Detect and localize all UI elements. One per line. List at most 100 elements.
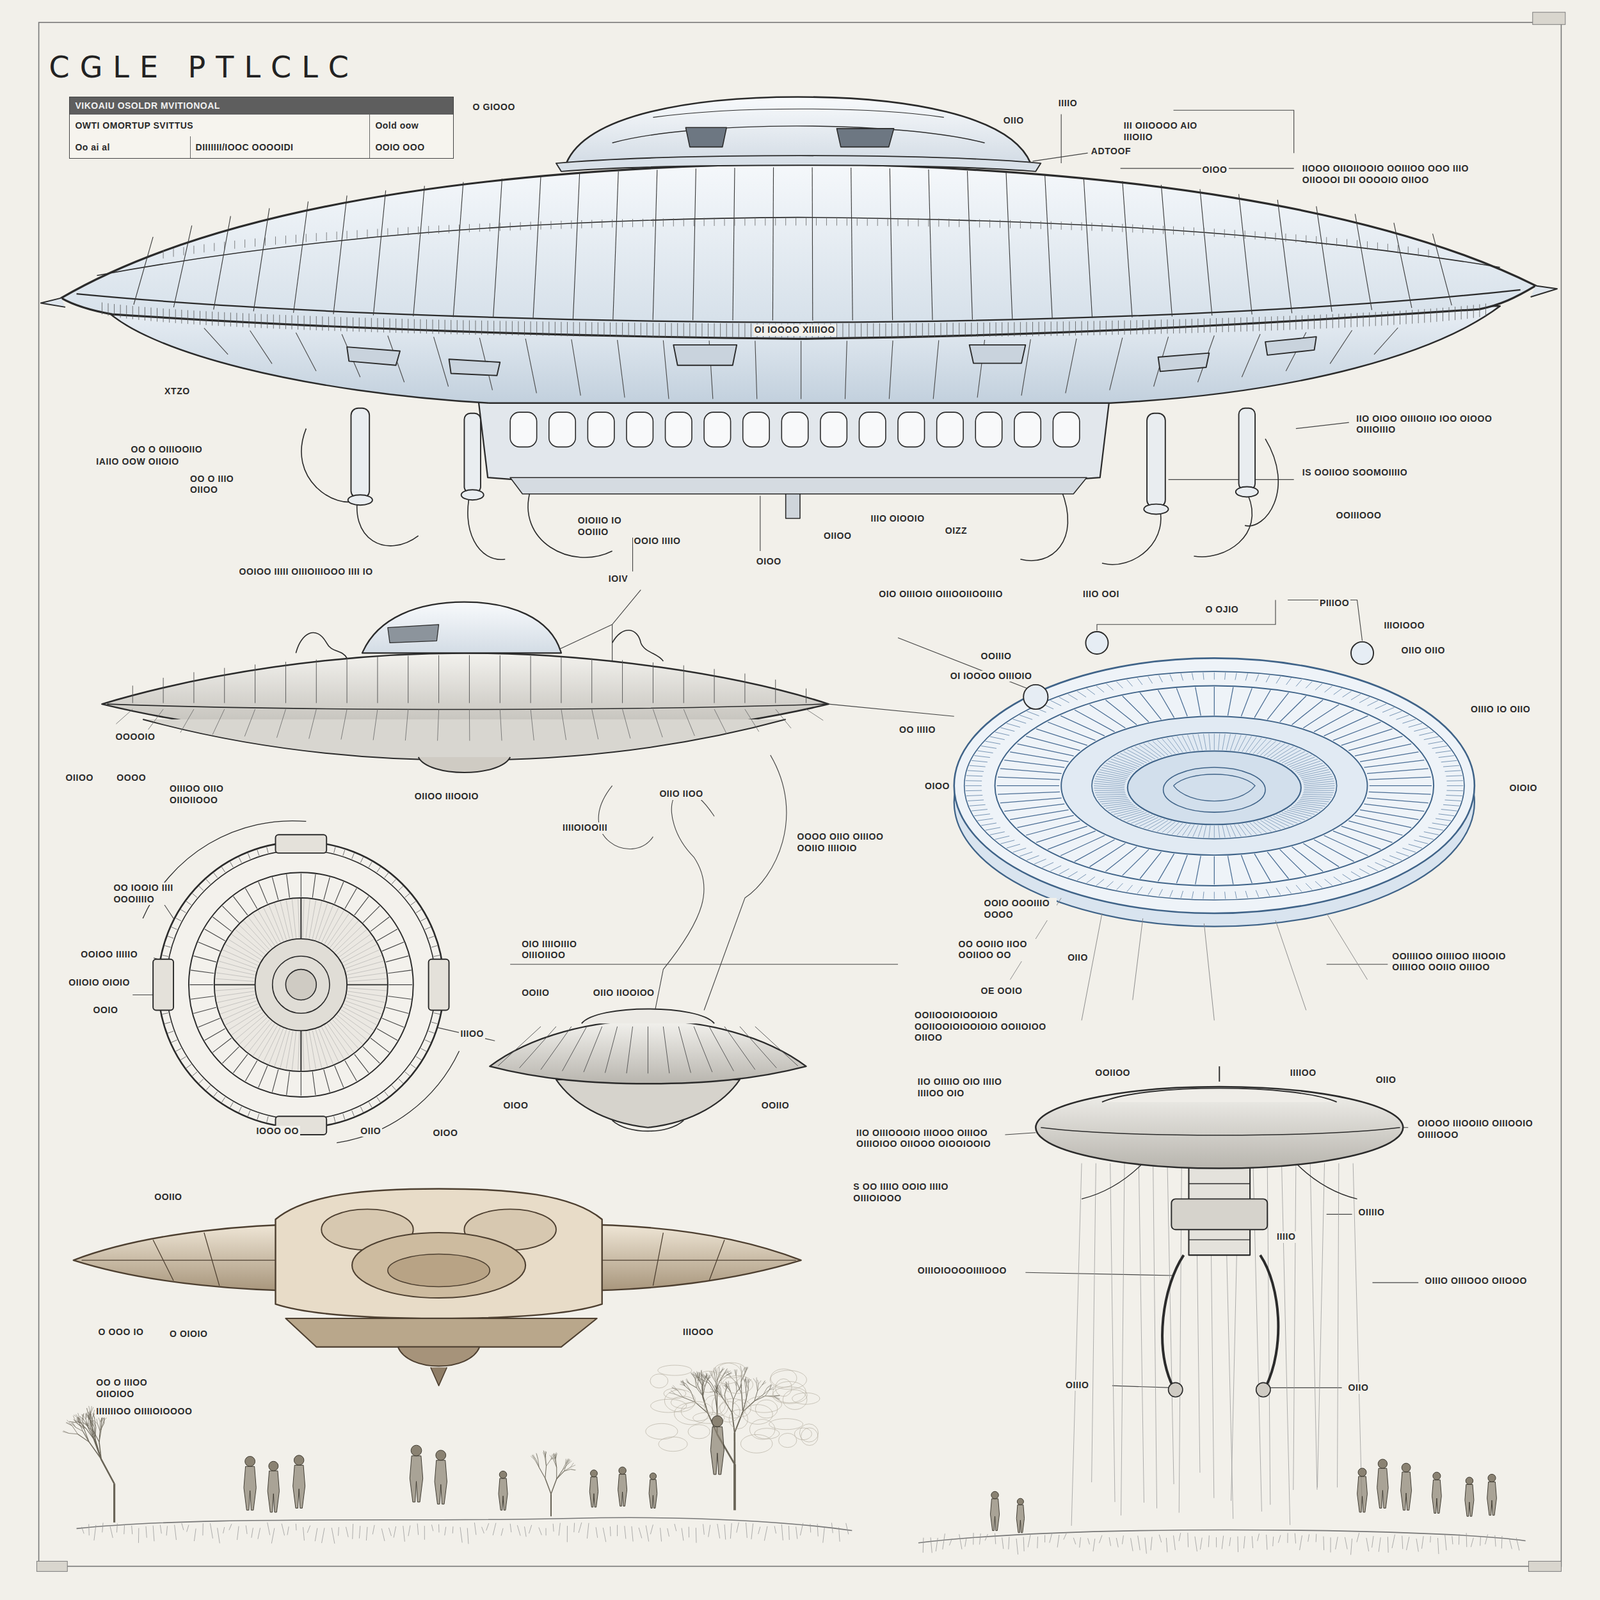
bottom-view-saucer — [1267, 743, 1286, 758]
plan-view-disc — [360, 856, 363, 863]
ground — [1429, 1536, 1432, 1543]
side-saucer — [405, 709, 408, 741]
bottom-view-saucer — [1006, 844, 1021, 848]
bottom-view-saucer — [1264, 742, 1281, 757]
tree-sketch — [702, 1373, 704, 1378]
landing-leg — [464, 413, 481, 493]
tree-sketch — [734, 1369, 736, 1376]
hull-panel-line — [524, 321, 525, 336]
ground — [1194, 1536, 1197, 1552]
hull-panel-line — [879, 323, 880, 338]
tree-sketch — [674, 1402, 709, 1425]
hull-panel-line — [1040, 220, 1042, 230]
tree-sketch — [535, 1460, 539, 1468]
bottom-view-saucer — [1443, 804, 1460, 806]
callout-label: OIOIIO IO OOIIIO — [576, 515, 641, 538]
plan-view-disc — [215, 988, 255, 991]
hull-panel-line — [1320, 314, 1321, 329]
tree-sketch — [73, 1419, 79, 1424]
hull-panel-line — [683, 323, 685, 338]
tree-sketch — [696, 1379, 703, 1381]
bottom-view-saucer — [1254, 689, 1271, 718]
bottom-view-saucer — [1094, 790, 1126, 792]
hull-panel-line — [634, 322, 635, 337]
plan-view-disc — [222, 906, 239, 923]
bottom-view-saucer — [1447, 785, 1464, 786]
hull-panel-line — [133, 236, 153, 305]
hull-panel-line — [579, 321, 580, 336]
bottom-view-saucer — [1105, 803, 1134, 808]
bottom-view-saucer — [1214, 891, 1215, 899]
plan-view-disc — [159, 842, 443, 1127]
ground — [1023, 1537, 1025, 1552]
tree-sketch — [740, 1434, 773, 1453]
tree-sketch — [72, 1425, 79, 1435]
bottom-view-saucer — [1036, 728, 1088, 746]
bottom-view-saucer — [1105, 846, 1138, 872]
plan-view-disc — [339, 934, 371, 958]
hull-panel-line — [1185, 318, 1186, 333]
plan-view-disc — [272, 1069, 278, 1092]
hull-panel-line — [542, 321, 544, 336]
hull-panel-line — [1101, 223, 1103, 232]
hull-panel-line — [1093, 320, 1095, 335]
bottom-view-saucer — [1368, 776, 1432, 780]
bottom-view-saucer — [965, 785, 982, 786]
side-saucer — [622, 709, 631, 739]
tree-sketch — [704, 1395, 726, 1415]
plan-view-disc — [421, 1048, 427, 1051]
bottom-view-saucer — [1255, 674, 1259, 682]
plan-view-disc — [309, 900, 317, 939]
hull-panel-line — [968, 218, 970, 228]
ground — [366, 1527, 368, 1541]
leader-line — [1326, 1214, 1353, 1215]
hull-panel-line — [401, 318, 403, 333]
tree-sketch — [663, 1388, 687, 1399]
bottom-view-saucer — [977, 818, 993, 821]
tree-sketch — [710, 1388, 715, 1392]
main-saucer — [40, 96, 1558, 565]
hull-panel-line — [897, 323, 899, 338]
bottom-view-saucer — [1036, 826, 1088, 843]
hull-panel-line — [1122, 181, 1133, 318]
plan-view-disc — [410, 1064, 416, 1069]
hull-panel-line — [1289, 315, 1291, 330]
ground — [166, 1525, 168, 1536]
plan-view-disc — [346, 961, 384, 973]
tree-sketch — [794, 1427, 812, 1440]
bottom-view-saucer — [1324, 686, 1333, 693]
hull-panel-line — [642, 218, 644, 228]
hull-panel-line — [193, 245, 194, 255]
ground — [1402, 1536, 1403, 1550]
plan-view-disc — [218, 997, 256, 1009]
bottom-view-saucer — [1157, 689, 1174, 718]
tree-sketch — [756, 1383, 758, 1391]
ground — [949, 1538, 952, 1546]
bottom-view-saucer — [1253, 821, 1267, 833]
hull-panel-line — [1214, 228, 1215, 237]
bottom-view-saucer — [971, 760, 988, 762]
callout-label: III OIIOOOO AIO IIIOIIO — [1122, 120, 1217, 143]
hull-panel-line — [1356, 240, 1358, 249]
bottom-view-saucer — [1296, 802, 1325, 807]
hull-panel-line — [1234, 317, 1236, 332]
ground — [1093, 1538, 1096, 1552]
hull-panel-line — [571, 339, 581, 396]
hull-panel-line — [479, 223, 480, 232]
hull-panel-line — [371, 318, 372, 333]
bottom-view-saucer — [1000, 840, 1015, 845]
bottom-view-saucer — [1074, 709, 1115, 732]
ground — [751, 1523, 754, 1540]
ground — [667, 1528, 670, 1537]
bottom-view-saucer — [1120, 753, 1144, 765]
bottom-view-saucer — [1091, 732, 1337, 840]
ground — [352, 1523, 354, 1540]
ground — [403, 1525, 406, 1542]
tree-sketch — [712, 1363, 742, 1385]
ground — [223, 1527, 225, 1534]
ground — [1121, 1535, 1124, 1545]
bottom-view-saucer — [1242, 823, 1252, 836]
hull-panel-line — [428, 225, 429, 235]
tree-sketch — [67, 1420, 73, 1426]
person-figure — [268, 1461, 279, 1471]
